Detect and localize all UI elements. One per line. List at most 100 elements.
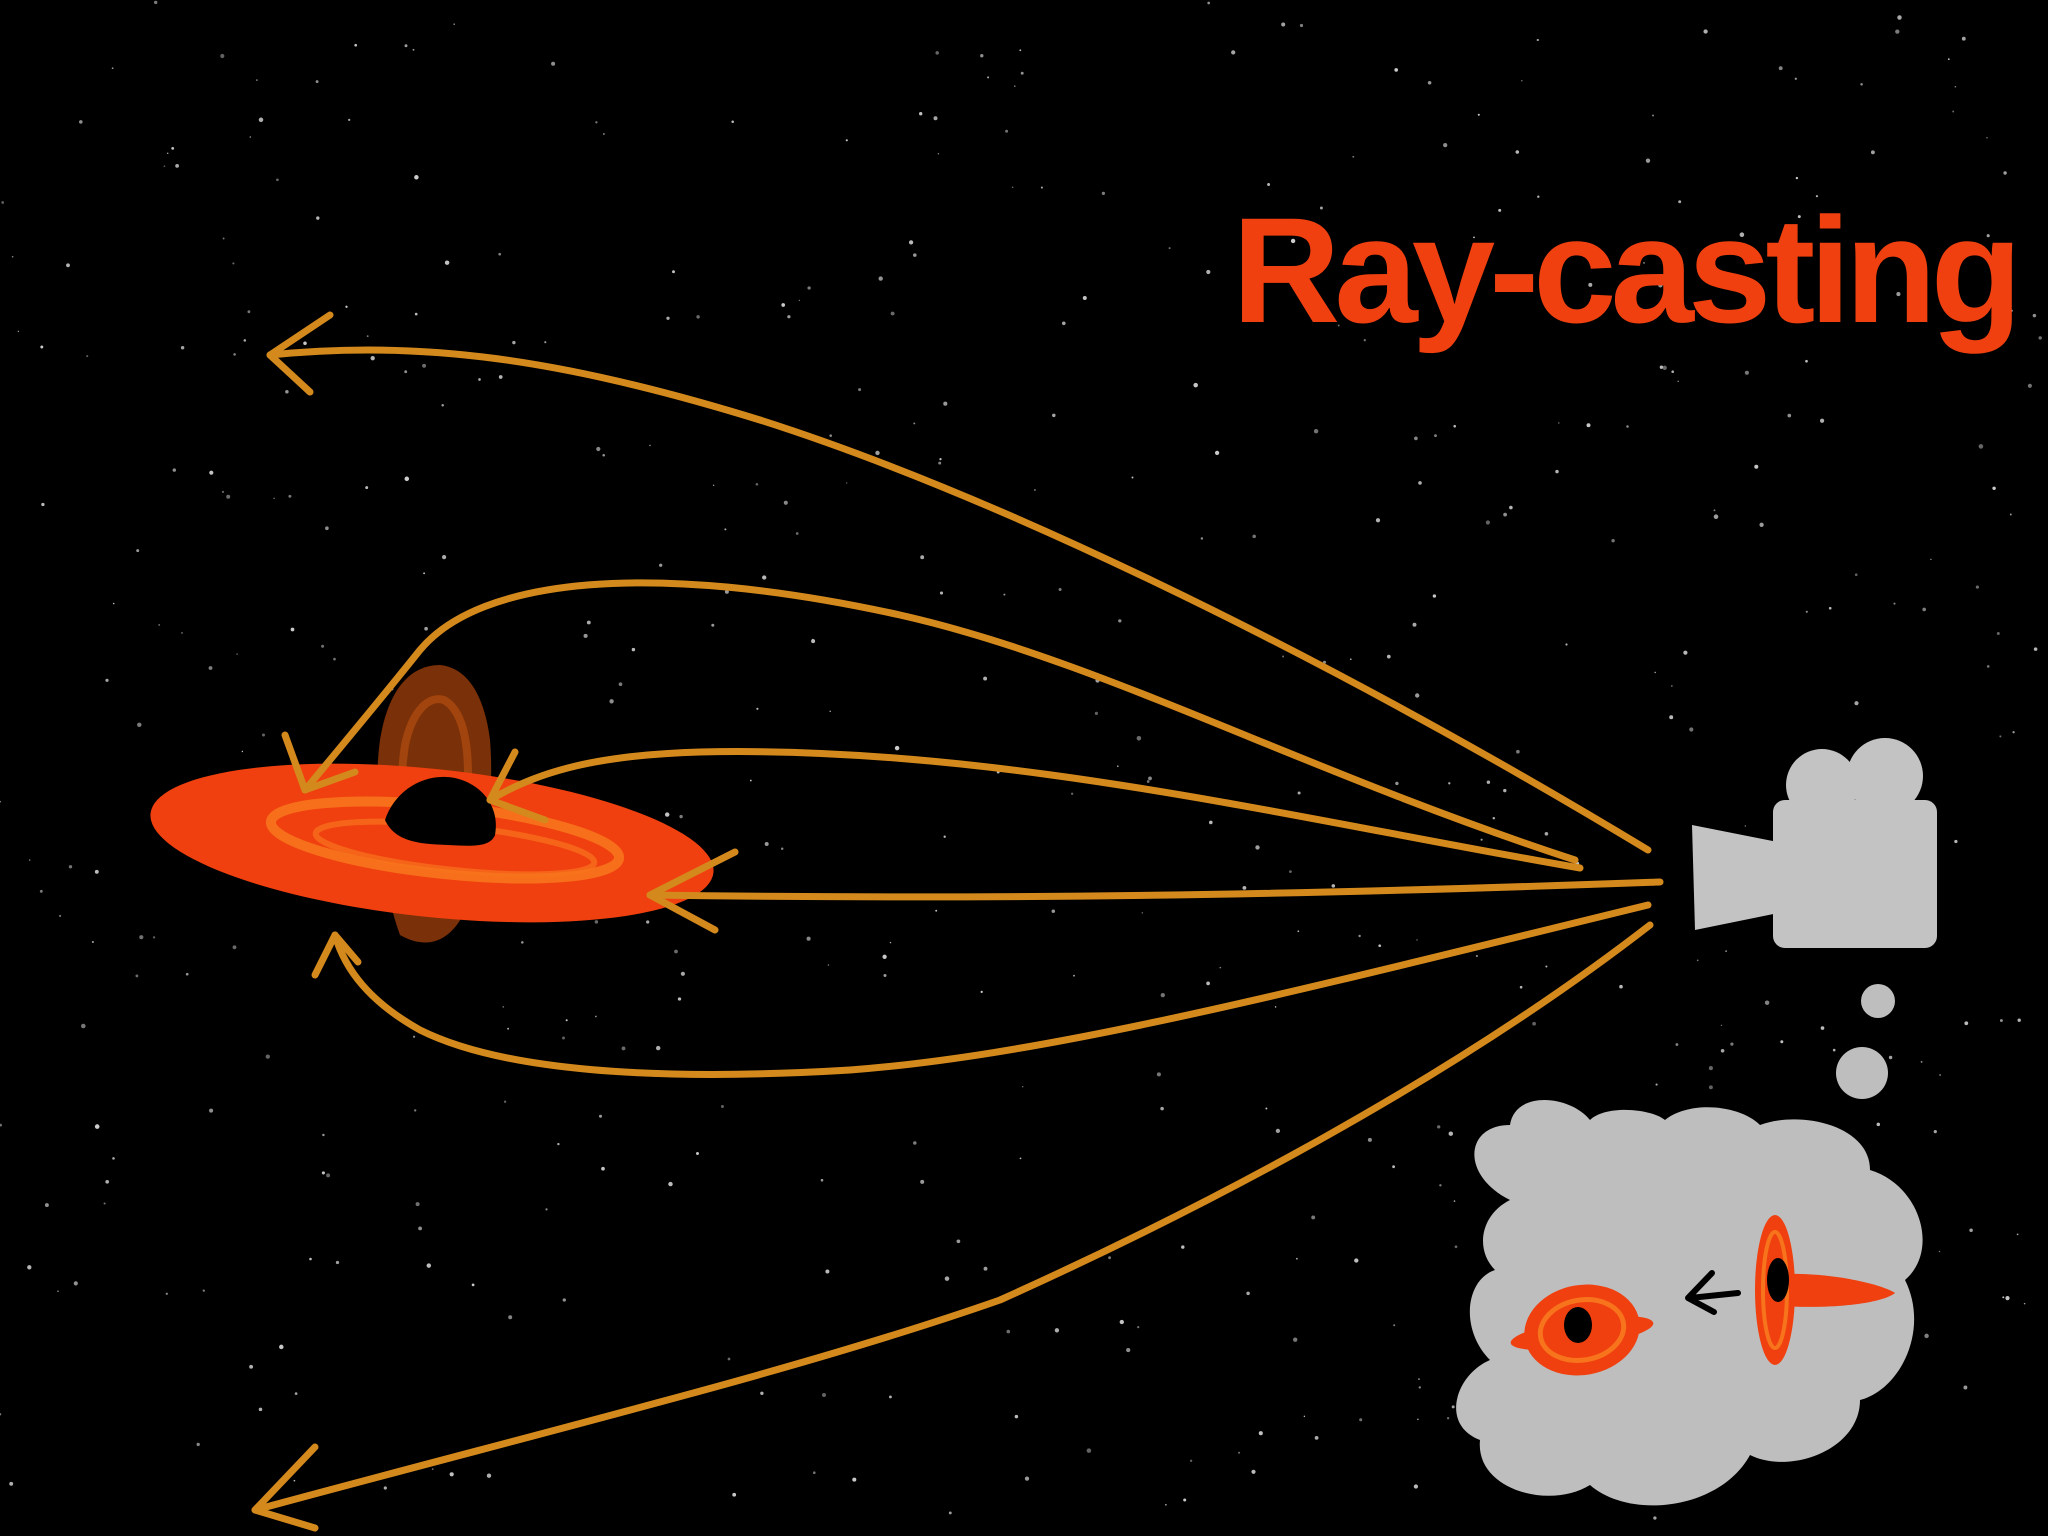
star	[1536, 38, 1539, 42]
star	[453, 23, 456, 26]
star	[503, 1100, 507, 1103]
star	[1297, 930, 1300, 933]
thought-content	[1510, 1215, 1895, 1376]
star	[1992, 486, 1996, 491]
star	[166, 152, 169, 154]
star	[2002, 1296, 2005, 1299]
star	[59, 914, 62, 917]
ray-arrow-head-bottom	[251, 1443, 319, 1532]
star	[181, 632, 183, 634]
star	[139, 935, 144, 940]
star	[562, 1298, 566, 1302]
star	[1978, 444, 1984, 449]
star	[1954, 85, 1957, 88]
star	[679, 814, 683, 819]
star	[1986, 234, 1990, 238]
star	[1021, 1085, 1024, 1088]
star	[322, 1133, 325, 1137]
star	[1703, 29, 1708, 34]
star	[105, 678, 109, 682]
star	[316, 216, 320, 220]
star	[609, 699, 614, 704]
star	[1625, 296, 1629, 301]
star	[1969, 1228, 1973, 1233]
star	[1418, 1378, 1420, 1381]
star	[783, 500, 788, 505]
star	[333, 657, 336, 661]
star	[1645, 158, 1651, 163]
star	[875, 450, 880, 456]
star	[2010, 309, 2013, 312]
star	[1730, 1042, 1734, 1046]
star	[1720, 1024, 1723, 1027]
star	[1052, 413, 1056, 418]
star	[1454, 1245, 1458, 1249]
ray-escaping-top	[266, 346, 1652, 854]
star	[889, 941, 892, 944]
star	[631, 647, 636, 652]
star	[1108, 1256, 1111, 1260]
star	[1669, 715, 1674, 720]
star	[1414, 436, 1418, 441]
star	[1101, 191, 1106, 196]
star	[1895, 29, 1900, 34]
star	[1555, 469, 1559, 474]
star	[1303, 1415, 1306, 1418]
star	[154, 0, 158, 5]
star	[196, 1442, 200, 1447]
star	[442, 555, 447, 560]
star	[668, 1181, 673, 1187]
star	[1537, 195, 1540, 198]
star	[326, 1173, 331, 1178]
star	[1416, 939, 1418, 941]
star	[727, 1357, 731, 1361]
star	[1183, 1498, 1187, 1502]
star	[1252, 534, 1256, 539]
star	[1939, 1074, 1942, 1076]
star	[1437, 1125, 1441, 1129]
black-hole	[385, 776, 496, 846]
star	[755, 482, 759, 486]
star	[1498, 208, 1502, 212]
star	[1759, 522, 1764, 527]
star	[933, 116, 938, 121]
star	[486, 1473, 492, 1478]
star	[1653, 1516, 1657, 1520]
star	[1258, 1431, 1263, 1436]
star	[233, 353, 236, 356]
star	[1473, 236, 1475, 239]
star	[1189, 1459, 1193, 1462]
star	[1689, 727, 1694, 732]
star	[822, 1393, 826, 1397]
star	[1137, 1326, 1140, 1329]
star	[1354, 1258, 1359, 1263]
star	[1434, 434, 1437, 437]
star	[720, 1105, 724, 1108]
star	[208, 666, 213, 670]
star	[256, 79, 258, 81]
star	[112, 1157, 115, 1160]
star	[749, 779, 752, 782]
star	[1854, 701, 1859, 706]
star	[1516, 749, 1520, 754]
star	[1058, 588, 1062, 591]
star	[1611, 539, 1615, 543]
star	[1319, 206, 1323, 210]
star	[1964, 1021, 1969, 1026]
ray-straight-into-disk	[646, 878, 1664, 901]
star	[1744, 370, 1749, 375]
star	[441, 403, 444, 407]
star	[1819, 418, 1825, 423]
star	[226, 494, 231, 499]
star	[86, 355, 89, 358]
star	[279, 1344, 284, 1350]
star	[249, 136, 252, 138]
star	[888, 1395, 892, 1399]
star	[431, 1468, 434, 1470]
star	[1933, 1130, 1937, 1134]
star	[137, 722, 142, 728]
star	[732, 1492, 737, 1497]
star	[1070, 792, 1074, 795]
star	[1200, 537, 1204, 540]
